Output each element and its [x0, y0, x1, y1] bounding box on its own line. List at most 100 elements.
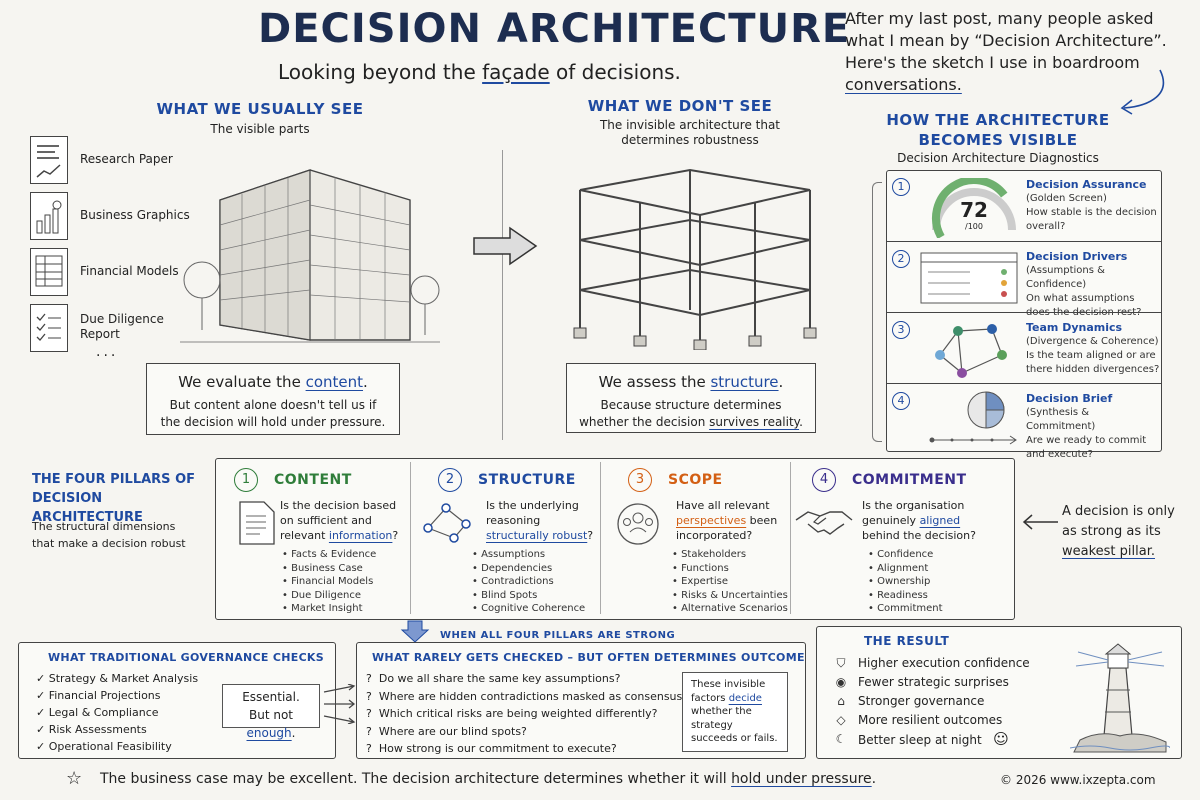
check-icon: ✓ [36, 689, 49, 702]
list-item: Business Case [282, 562, 376, 576]
ellipsis: ... [96, 344, 119, 360]
footer-text-end: . [871, 771, 877, 787]
dont-see-sub: The invisible architecture that determin… [599, 118, 781, 147]
check-item: ✓ Strategy & Market Analysis [36, 670, 198, 687]
caption-main: We assess the structure. [579, 374, 803, 391]
pillar-question: Have all relevant perspectives been inco… [676, 498, 784, 543]
intro-text: After my last post, many people asked wh… [845, 9, 1167, 72]
pillar-question: Is the underlying reasoning structurally… [486, 498, 606, 543]
pillar-items: Stakeholders Functions Expertise Risks &… [672, 548, 788, 616]
pillar-structure: 2 STRUCTURE Is the underlying reasoning … [423, 462, 598, 618]
question-mark-icon: ? [366, 672, 379, 685]
essential-text-end: . [291, 726, 296, 740]
network-icon [935, 324, 1007, 378]
list-item: Assumptions [472, 548, 585, 562]
usually-sub: The visible parts [210, 122, 310, 136]
diag-number: 2 [892, 250, 910, 268]
visible-sub: Decision Architecture Diagnostics [897, 151, 1099, 165]
question-text: Is the organisation genuinely [862, 499, 965, 527]
checklist-icon [30, 304, 68, 352]
result-heading: THE RESULT [864, 634, 950, 648]
caption-text: We assess the [598, 373, 711, 391]
diag-text: Decision Drivers (Assumptions & Confiden… [1026, 250, 1160, 320]
down-arrow-icon [400, 620, 430, 643]
result-label: Higher execution confidence [858, 656, 1030, 670]
drivers-table-icon [920, 252, 1018, 304]
question-label: Do we all share the same key assumptions… [378, 672, 621, 685]
question-label: Where are hidden contradictions masked a… [378, 689, 689, 703]
list-item: Alternative Scenarios [672, 602, 788, 616]
list-item: Dependencies [472, 562, 585, 576]
list-item: Stakeholders [672, 548, 788, 562]
star-icon: ☆ [66, 768, 83, 789]
list-item: Due Diligence [282, 589, 376, 603]
essential-box: Essential. But not enough. [222, 684, 320, 740]
doc-label: Business Graphics [80, 208, 190, 222]
pillar-name: COMMITMENT [852, 472, 967, 488]
question-mark-icon: ? [366, 707, 379, 720]
pillar-items: Confidence Alignment Ownership Readiness… [868, 548, 943, 616]
question-emphasis: perspectives [676, 514, 747, 527]
question-emphasis: structurally robust [486, 529, 588, 542]
list-item: Blind Spots [472, 589, 585, 603]
question-text-end: ? [392, 529, 399, 542]
list-item: Confidence [868, 548, 943, 562]
traditional-list: ✓ Strategy & Market Analysis ✓ Financial… [36, 670, 198, 755]
question-mark-icon: ? [366, 689, 379, 703]
doc-label: Financial Models [80, 264, 179, 278]
diag-sub: (Synthesis & Commitment) [1026, 407, 1096, 432]
section-divider [502, 150, 503, 440]
pillar-name: STRUCTURE [478, 472, 576, 488]
essential-emphasis: enough [246, 726, 292, 740]
essential-line1: Essential. [242, 690, 300, 704]
result-item: ⌂Stronger governance [832, 692, 1030, 711]
list-item: Alignment [868, 562, 943, 576]
result-label: Better sleep at night [858, 733, 982, 747]
moon-icon: ☾ [835, 732, 847, 746]
doc-label: Due Diligence Report [80, 312, 164, 341]
subtitle-text: Looking beyond the [278, 60, 483, 84]
caption-text-end: . [778, 373, 784, 391]
diag-question: Are we ready to commit and execute? [1026, 435, 1147, 460]
footer-emphasis: hold under pressure [731, 771, 872, 787]
caption-text-end: . [799, 415, 803, 429]
weakest-pillar-note: A decision is only as strong as its weak… [1062, 502, 1182, 562]
gauge-icon [932, 178, 1016, 238]
pillar-commitment: 4 COMMITMENT Is the organisation genuine… [795, 462, 1012, 618]
check-label: Financial Projections [48, 689, 161, 702]
diag-number: 3 [892, 321, 910, 339]
caption-sub: Because structure determines whether the… [579, 397, 803, 431]
bar-chart-icon [30, 192, 68, 240]
question-emphasis: aligned [919, 514, 961, 527]
question-item: ? Where are our blind spots? [366, 723, 688, 741]
question-emphasis: information [328, 529, 393, 542]
doc-due-diligence: Due Diligence Report [30, 304, 190, 352]
caption-text-end: . [363, 373, 368, 391]
result-item: ◉Fewer strategic surprises [832, 673, 1030, 692]
traditional-heading: WHAT TRADITIONAL GOVERNANCE CHECKS [48, 651, 324, 664]
caption-text: Because structure determines whether the… [579, 398, 782, 429]
question-item: ? Where are hidden contradictions masked… [366, 688, 688, 706]
network-icon [423, 503, 471, 543]
page-title: DECISION ARCHITECTURE [258, 6, 851, 52]
list-item: Functions [672, 562, 788, 576]
question-item: ? Which critical risks are being weighte… [366, 705, 688, 723]
note-text: A decision is only as strong as its [1062, 504, 1175, 539]
dont-see-caption-box: We assess the structure. Because structu… [566, 363, 816, 433]
diag-text: Team Dynamics (Divergence & Coherence) I… [1026, 321, 1160, 377]
diag-title: Decision Brief [1026, 392, 1113, 405]
check-label: Strategy & Market Analysis [48, 672, 199, 685]
list-item: Ownership [868, 575, 943, 589]
caption-sub: But content alone doesn't tell us if the… [160, 398, 386, 429]
footer-text: The business case may be excellent. The … [100, 771, 732, 787]
pillar-name: CONTENT [274, 472, 352, 488]
question-label: How strong is our commitment to execute? [378, 742, 617, 755]
pillar-number: 3 [628, 468, 652, 492]
question-label: Where are our blind spots? [378, 724, 527, 738]
question-text-end: been incorporated? [676, 514, 778, 542]
strong-label: WHEN ALL FOUR PILLARS ARE STRONG [440, 630, 676, 641]
question-text-end: behind the decision? [862, 529, 976, 542]
result-item: ☾Better sleep at night ☺ [832, 730, 1030, 750]
handshake-icon [795, 511, 853, 535]
intro-note: After my last post, many people asked wh… [845, 8, 1175, 96]
